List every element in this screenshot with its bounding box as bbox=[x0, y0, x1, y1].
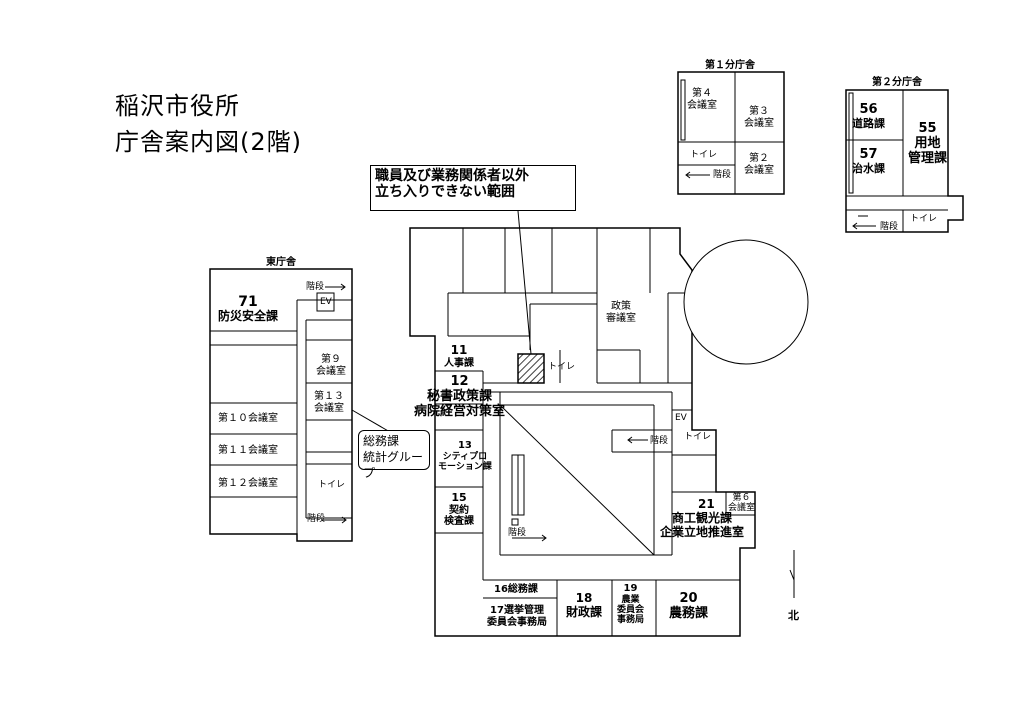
dept-18-finance[interactable]: 18 財政課 bbox=[566, 591, 603, 619]
dept-11-personnel[interactable]: 11 人事課 bbox=[444, 343, 474, 369]
restricted-area-notice: 職員及び業務関係者以外 立ち入りできない範囲 bbox=[370, 165, 576, 211]
callout-line1: 総務課 bbox=[363, 434, 400, 448]
north-label: 北 bbox=[788, 609, 799, 622]
dept-71-disaster-safety[interactable]: 71 防災安全課 bbox=[218, 294, 279, 324]
annex2-header: 第２分庁舎 bbox=[872, 77, 922, 88]
main-room6[interactable]: 第６ 会議室 bbox=[728, 493, 756, 514]
main-stairs-inner[interactable]: 階段 bbox=[508, 528, 527, 538]
annex1-room3[interactable]: 第３ 会議室 bbox=[744, 106, 774, 129]
east-building bbox=[209, 268, 353, 542]
annex1-room4[interactable]: 第４ 会議室 bbox=[687, 88, 717, 111]
annex2-toilet[interactable]: トイレ bbox=[910, 214, 938, 224]
east-room13[interactable]: 第１３ 会議室 bbox=[314, 391, 344, 414]
round-hall bbox=[683, 239, 809, 365]
dept-19-agriculture-committee[interactable]: 19 農業 委員会 事務局 bbox=[617, 583, 645, 626]
map-subtitle: 庁舎案内図(2階) bbox=[115, 128, 302, 156]
east-room9[interactable]: 第９ 会議室 bbox=[316, 354, 346, 377]
annex1-room2[interactable]: 第２ 会議室 bbox=[744, 153, 774, 176]
dept-55-land-management[interactable]: 55 用地 管理課 bbox=[908, 121, 948, 166]
statistics-group-callout: 総務課 統計グループ bbox=[358, 430, 430, 480]
dept-17-election-committee[interactable]: 17選挙管理 委員会事務局 bbox=[487, 605, 547, 628]
main-stairs-right[interactable]: 階段 bbox=[650, 436, 669, 446]
annex2-building bbox=[845, 89, 964, 233]
main-toilet-top[interactable]: トイレ bbox=[548, 362, 576, 372]
dept-15-contract-inspection[interactable]: 15 契約 検査課 bbox=[444, 491, 474, 528]
notice-line2: 立ち入りできない範囲 bbox=[375, 184, 515, 201]
east-ev[interactable]: EV bbox=[320, 297, 332, 307]
annex1-toilet[interactable]: トイレ bbox=[690, 150, 718, 160]
policy-council-room[interactable]: 政策 審議室 bbox=[606, 301, 636, 324]
map-title: 稲沢市役所 bbox=[115, 92, 240, 120]
north-arrow bbox=[789, 550, 795, 598]
dept-20-agricultural-affairs[interactable]: 20 農務課 bbox=[669, 591, 709, 621]
annex1-header: 第１分庁舎 bbox=[705, 60, 755, 71]
east-stairs-top[interactable]: 階段 bbox=[306, 282, 325, 292]
east-toilet[interactable]: トイレ bbox=[318, 480, 346, 490]
east-room12[interactable]: 第１２会議室 bbox=[218, 478, 278, 489]
dept-12-secretary-policy[interactable]: 12 秘書政策課 病院経営対策室 bbox=[414, 374, 506, 419]
dept-13-city-promotion[interactable]: 13 シティプロ モーション課 bbox=[438, 440, 492, 472]
notice-line1: 職員及び業務関係者以外 bbox=[375, 168, 529, 184]
dept-16-general-affairs[interactable]: 16総務課 bbox=[494, 584, 538, 595]
dept-21-commerce-tourism[interactable]: 21 商工観光課 企業立地推進室 bbox=[660, 497, 745, 539]
callout-line2: 統計グループ bbox=[363, 450, 424, 481]
callout-leader bbox=[351, 409, 391, 433]
main-building bbox=[409, 210, 756, 637]
east-header: 東庁舎 bbox=[266, 257, 296, 268]
annex1-building bbox=[677, 71, 785, 195]
east-room10[interactable]: 第１０会議室 bbox=[218, 413, 278, 424]
main-ev[interactable]: EV bbox=[675, 413, 687, 423]
main-toilet-right[interactable]: トイレ bbox=[684, 432, 712, 442]
east-room11[interactable]: 第１１会議室 bbox=[218, 445, 278, 456]
annex1-stairs[interactable]: 階段 bbox=[713, 170, 732, 180]
dept-57-flood-control[interactable]: 57 治水課 bbox=[852, 147, 885, 175]
dept-56-road[interactable]: 56 道路課 bbox=[852, 102, 885, 130]
east-stairs-bottom[interactable]: 階段 bbox=[307, 514, 326, 524]
annex2-stairs[interactable]: 階段 bbox=[880, 222, 899, 232]
